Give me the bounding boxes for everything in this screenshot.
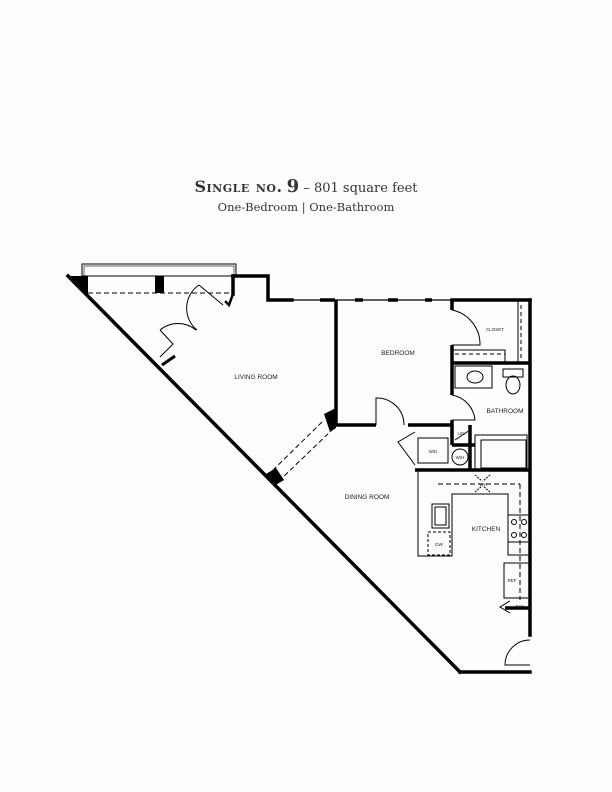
kitchen-fixtures bbox=[417, 470, 531, 666]
bathtub-icon bbox=[474, 434, 528, 471]
label-pantry: PAN bbox=[516, 604, 525, 609]
label-dining-room: DINING ROOM bbox=[345, 494, 390, 501]
laundry-fixtures bbox=[397, 431, 469, 466]
bedroom-door bbox=[375, 397, 405, 426]
kitchen-sink-icon bbox=[431, 503, 450, 529]
label-washer-dryer: W/D bbox=[429, 449, 438, 454]
range-icon bbox=[507, 514, 531, 543]
label-living-room: LIVING ROOM bbox=[234, 374, 277, 381]
toilet-icon bbox=[505, 375, 521, 395]
balcony bbox=[81, 263, 237, 294]
label-closet: CLOSET bbox=[486, 327, 504, 332]
unit-title: Single no. 9 – 801 square feet bbox=[0, 176, 612, 197]
room-labels: LIVING ROOM BEDROOM CLOSET BATHROOM DINI… bbox=[234, 327, 524, 609]
exterior-walls bbox=[65, 273, 532, 675]
title-separator: – bbox=[303, 181, 310, 196]
dining-opening bbox=[266, 408, 336, 486]
dishwasher-icon bbox=[427, 531, 451, 556]
subtitle-divider: | bbox=[301, 200, 306, 214]
closet-fixtures bbox=[451, 300, 522, 364]
bathroom-fixtures bbox=[451, 365, 528, 471]
label-dishwasher: DW bbox=[435, 542, 443, 547]
unit-name: Single no. bbox=[194, 177, 283, 196]
label-linen: LIN bbox=[457, 431, 464, 436]
label-water-heater: W/H bbox=[456, 455, 465, 460]
balcony-doors bbox=[159, 284, 224, 367]
label-bathroom: BATHROOM bbox=[486, 408, 523, 415]
label-wh: WH bbox=[479, 482, 487, 487]
water-heater-icon bbox=[451, 448, 469, 466]
unit-number: 9 bbox=[286, 176, 300, 197]
label-kitchen: KITCHEN bbox=[472, 526, 501, 533]
bathroom-count: One-Bathroom bbox=[309, 200, 395, 214]
label-bedroom: BEDROOM bbox=[381, 350, 415, 357]
interior-walls bbox=[334, 300, 530, 610]
sink-icon bbox=[466, 370, 484, 384]
toilet-tank-icon bbox=[502, 368, 524, 378]
label-refrigerator: REF bbox=[508, 578, 517, 583]
washer-dryer-icon bbox=[417, 437, 449, 464]
unit-area: 801 square feet bbox=[313, 181, 418, 196]
refrigerator-icon bbox=[503, 562, 531, 599]
bedroom-count: One-Bedroom bbox=[217, 200, 299, 214]
unit-subtitle: One-Bedroom | One-Bathroom bbox=[0, 200, 612, 214]
